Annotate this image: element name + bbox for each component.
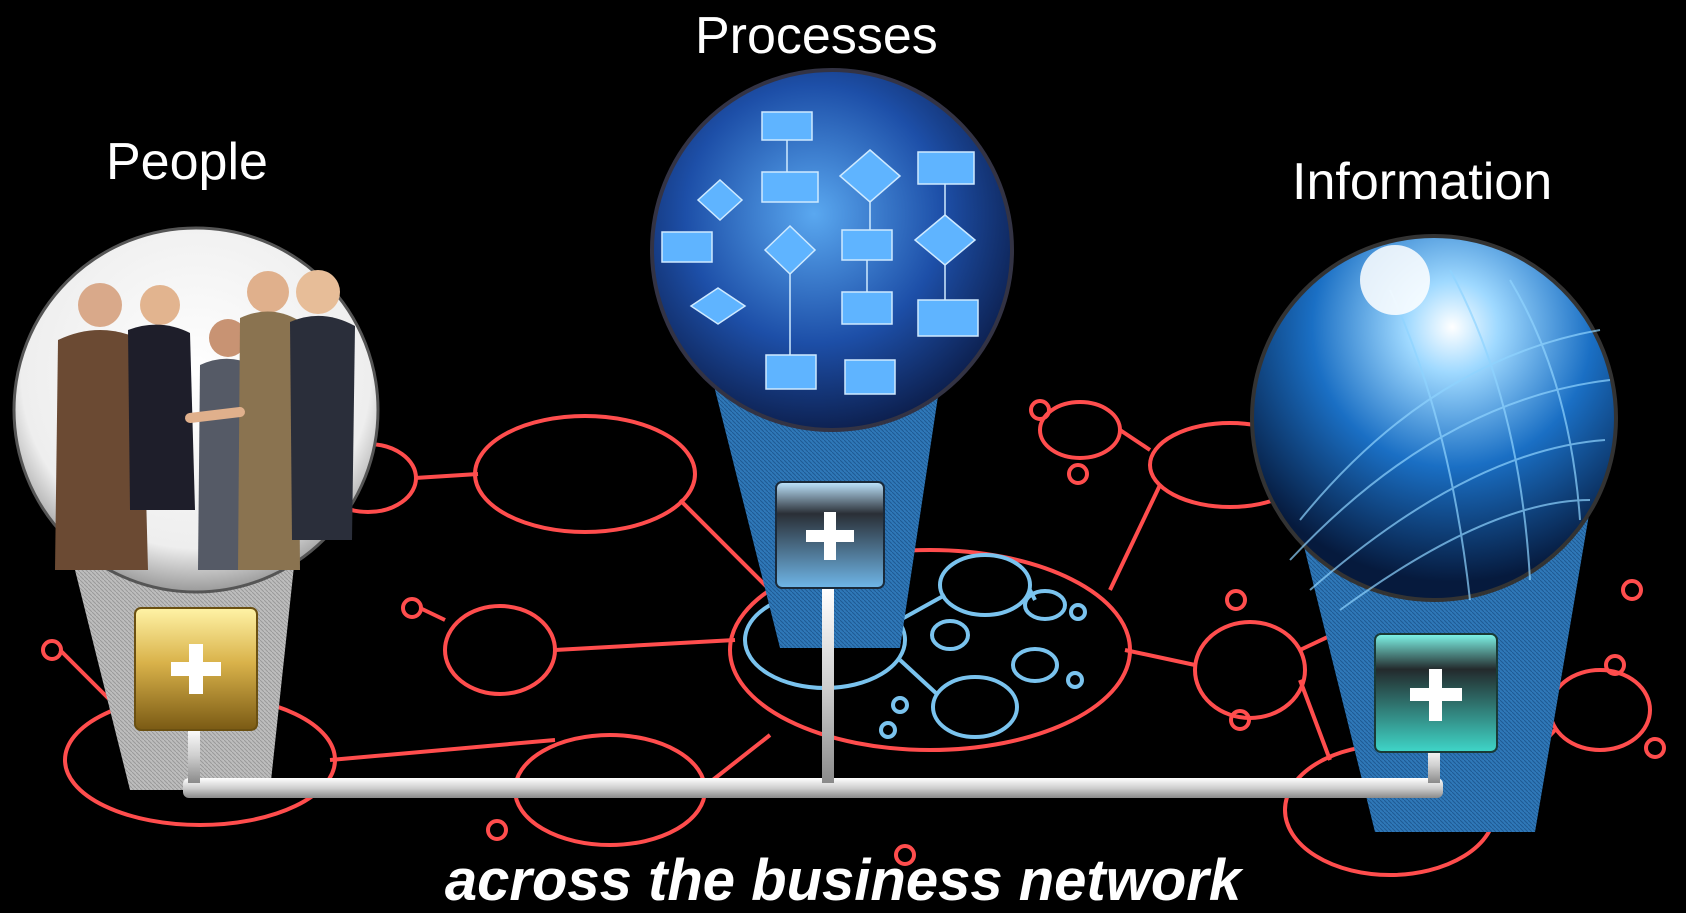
information-add-button[interactable] xyxy=(1374,633,1498,753)
people-add-button[interactable] xyxy=(134,607,258,731)
glare-highlight xyxy=(1360,245,1430,315)
flowchart-image xyxy=(661,111,979,395)
plus-icon xyxy=(171,644,221,694)
plus-icon xyxy=(1410,669,1462,721)
information-label: Information xyxy=(1292,153,1553,211)
plus-icon xyxy=(806,512,854,560)
information-connector-stem xyxy=(1428,748,1440,783)
processes-label: Processes xyxy=(695,7,938,65)
caption: across the business network xyxy=(444,848,1242,913)
connector-bar xyxy=(183,778,1443,798)
processes-circle xyxy=(650,68,1014,432)
information-circle xyxy=(1250,234,1618,611)
people-circle xyxy=(12,226,380,594)
people-connector-stem xyxy=(188,728,200,783)
processes-add-button[interactable] xyxy=(775,481,885,589)
globe-data-image xyxy=(1289,269,1611,611)
processes-connector-stem xyxy=(822,588,834,783)
people-label: People xyxy=(106,133,268,191)
people-handshake-photo xyxy=(55,270,355,570)
